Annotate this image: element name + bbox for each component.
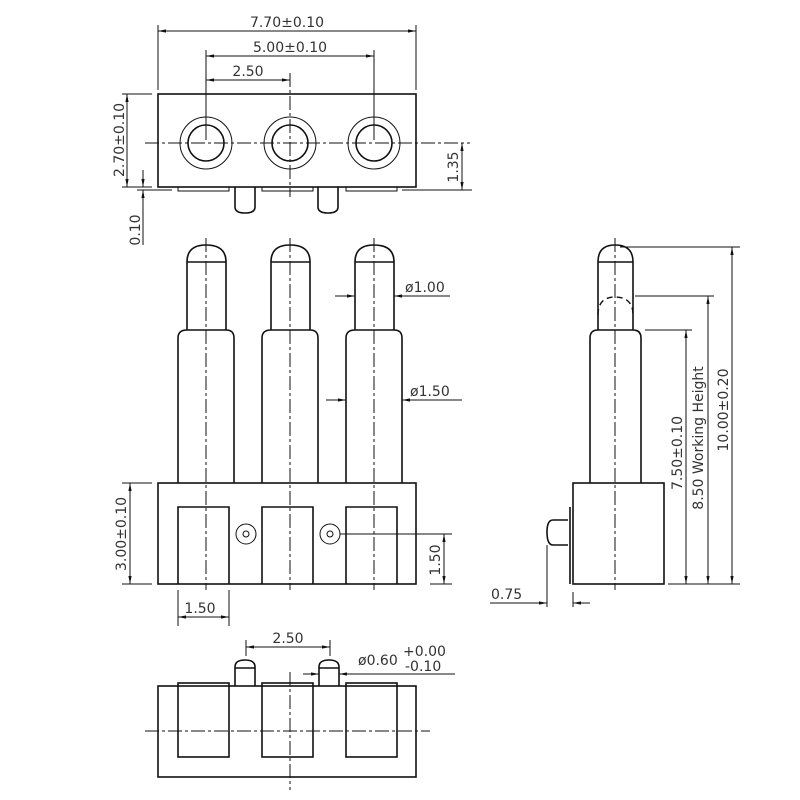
dim-total-height: 10.00±0.20	[716, 369, 732, 452]
dim-peg-tol-minus: -0.10	[405, 659, 441, 675]
dim-peg-dia: ø0.60	[358, 653, 398, 669]
dim-overall-width: 7.70±0.10	[250, 15, 324, 31]
side-view: 10.00±0.20 8.50 Working Height 7.50±0.10…	[490, 238, 740, 607]
top-view: 7.70±0.10 5.00±0.10 2.50 2.70±0.10 1.35 …	[112, 15, 472, 246]
dim-bottom-pitch: 2.50	[272, 631, 303, 647]
dim-body-height: 3.00±0.10	[114, 497, 130, 571]
dim-gap: 0.10	[128, 214, 144, 245]
dim-pitch: 2.50	[232, 64, 263, 80]
dim-outer-pitch: 5.00±0.10	[253, 40, 327, 56]
dim-peg-offset: 0.75	[491, 587, 522, 603]
bottom-view: 2.50 ø0.60 +0.00 -0.10	[145, 631, 455, 790]
dim-working-height: 8.50 Working Height	[691, 366, 707, 510]
dim-locator-height: 1.50	[428, 544, 444, 575]
dim-plunger-dia: ø1.00	[405, 280, 445, 296]
dim-mounted-height: 7.50±0.10	[670, 416, 686, 490]
dim-center-offset: 1.35	[446, 151, 462, 182]
dim-window-width: 1.50	[184, 601, 215, 617]
front-view: 1.50 3.00±0.10 1.50 ø1.00 ø1.50	[114, 238, 462, 626]
dim-body-depth: 2.70±0.10	[112, 103, 128, 177]
dim-barrel-dia: ø1.50	[410, 384, 450, 400]
dim-peg-tol-plus: +0.00	[403, 644, 446, 660]
